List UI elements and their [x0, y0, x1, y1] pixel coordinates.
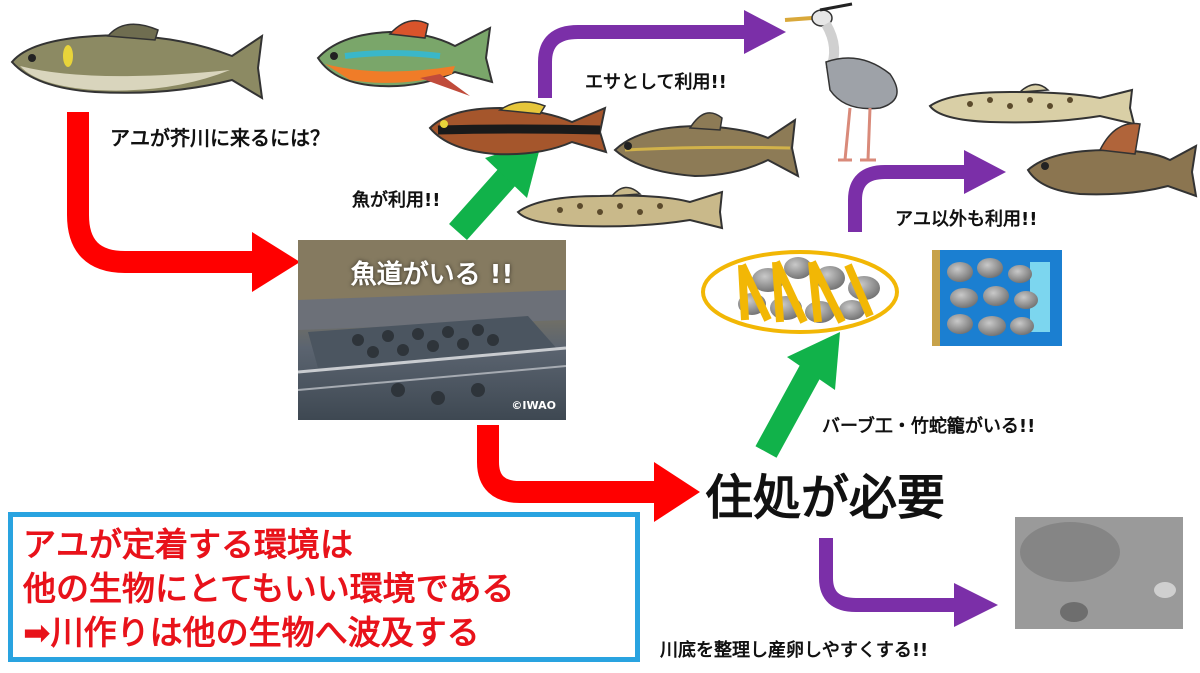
ayu-fish-illustration [10, 23, 264, 100]
fish-use-label: 魚が利用!! [352, 190, 441, 211]
fishway-photo-scene [298, 240, 566, 405]
summary-line-2: 他の生物にとてもいい環境である [23, 569, 515, 608]
gabion-box-illustration [932, 250, 1062, 346]
summary-line-3: ➡川作りは他の生物へ波及する [23, 613, 480, 652]
red-arrow-question-to-fishway [67, 112, 300, 292]
purple-arrow-fish-to-heron [538, 10, 786, 98]
minnow-fish-illustration [316, 19, 494, 96]
other-use-label: アユ以外も利用!! [895, 209, 1038, 230]
riverbed-image [1015, 517, 1183, 629]
striped-fish-illustration [428, 101, 608, 156]
fishway-photo-title: 魚道がいる !! [350, 260, 514, 290]
feed-use-label: エサとして利用!! [585, 72, 727, 93]
fishway-photo: 魚道がいる !! ©IWAO [298, 240, 566, 420]
summary-box: アユが定着する環境は 他の生物にとてもいい環境である ➡川作りは他の生物へ波及す… [8, 512, 640, 662]
purple-arrow-habitat-to-riverbed [819, 538, 998, 627]
riverbed-label: 川底を整理し産卵しやすくする!! [660, 640, 929, 661]
red-arrow-fishway-to-habitat [477, 425, 700, 522]
summary-line-1: アユが定着する環境は [23, 525, 353, 564]
green-arrow-habitat-to-barb [755, 332, 840, 458]
goby-fish-illustration [1026, 122, 1198, 198]
habitat-needed-label: 住処が必要 [705, 470, 946, 526]
purple-arrow-barb-to-other-fish [848, 150, 1006, 232]
photo-watermark: ©IWAO [511, 399, 556, 412]
barb-gabion-illustration [701, 250, 899, 334]
brown-fish-illustration [613, 112, 800, 178]
question-label: アユが芥川に来るには？ [110, 126, 330, 150]
loach-fish-illustration [516, 186, 724, 230]
spotted-loach-illustration [928, 83, 1136, 126]
heron-bird-illustration [784, 2, 898, 162]
barb-label: バーブ工・竹蛇籠がいる!! [822, 416, 1036, 437]
